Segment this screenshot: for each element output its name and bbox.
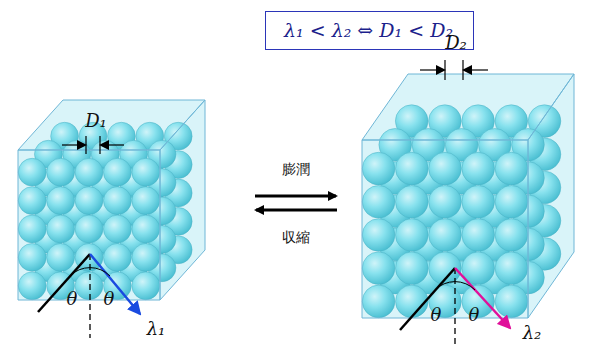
dimension-label: D₁ — [85, 110, 107, 131]
dimension-label: D₂ — [445, 32, 467, 53]
dimension-arrow — [420, 69, 444, 70]
cube-front-face — [18, 150, 160, 300]
dimension-arrow — [464, 69, 488, 70]
dimension-arrow — [101, 144, 124, 145]
swell-arrow — [255, 195, 336, 198]
angle-label: θ — [469, 304, 480, 325]
cube-side-face — [160, 100, 205, 300]
incident-ray — [400, 268, 455, 330]
reflected-ray — [455, 268, 510, 328]
normal-line — [454, 268, 455, 346]
formula-box: λ₁ < λ₂ ⇔ D₁ < D₂ — [265, 11, 474, 50]
cube-front-face — [362, 140, 528, 318]
angle-label: θ — [104, 288, 115, 309]
sphere-cube — [18, 100, 205, 300]
normal-line — [89, 254, 90, 338]
dimension-tick — [99, 136, 100, 154]
shrink-arrow — [256, 209, 337, 212]
angle-arc — [435, 282, 475, 290]
process-label: 膨潤 — [282, 161, 310, 179]
dimension-arrow — [62, 144, 85, 145]
formula-text: λ₁ < λ₂ ⇔ D₁ < D₂ — [284, 19, 453, 41]
process-label: 収縮 — [282, 229, 310, 247]
sphere-cubes — [18, 74, 574, 318]
angle-label: θ — [431, 304, 442, 325]
angle-label: θ — [67, 288, 78, 309]
wavelength-label: λ₁ — [147, 318, 166, 339]
reflected-ray — [90, 254, 140, 314]
cube-side-face — [528, 74, 574, 318]
incident-ray — [38, 254, 90, 312]
wavelength-label: λ₂ — [523, 322, 542, 343]
dimension-tick — [462, 60, 463, 80]
angle-arc — [70, 268, 110, 276]
dimension-tick — [444, 60, 445, 80]
dimension-tick — [85, 136, 86, 154]
